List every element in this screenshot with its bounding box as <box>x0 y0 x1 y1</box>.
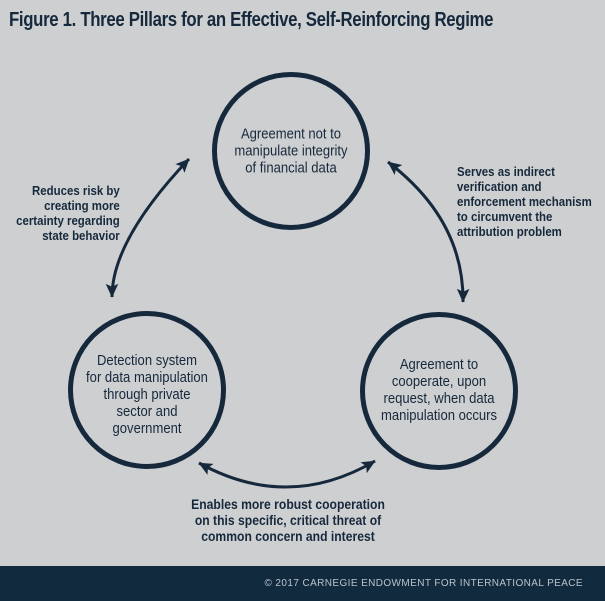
double-arrow-bottom-icon <box>198 459 376 489</box>
pillar-circle-top <box>212 72 370 230</box>
pillar-bottom-left-text: Detection system for data manipulation t… <box>86 353 208 438</box>
double-arrow-left-icon <box>105 157 191 298</box>
pillar-bottom-right-text: Agreement to cooperate, upon request, wh… <box>380 356 498 425</box>
pillar-top-text: Agreement not to manipulate integrity of… <box>234 126 348 177</box>
annotation-bottom: Enables more robust cooperation on this … <box>191 497 385 545</box>
double-arrow-right-icon <box>387 160 470 303</box>
annotation-right: Serves as indirect verification and enfo… <box>457 164 592 240</box>
figure-title: Figure 1. Three Pillars for an Effective… <box>9 9 494 31</box>
annotation-left: Reduces risk by creating more certainty … <box>16 183 120 244</box>
pillar-circle-bottom-right <box>360 312 518 470</box>
footer-credit: © 2017 CARNEGIE ENDOWMENT FOR INTERNATIO… <box>264 578 583 589</box>
pillar-circle-bottom-left <box>68 311 226 469</box>
footer-bar: © 2017 CARNEGIE ENDOWMENT FOR INTERNATIO… <box>0 566 605 601</box>
